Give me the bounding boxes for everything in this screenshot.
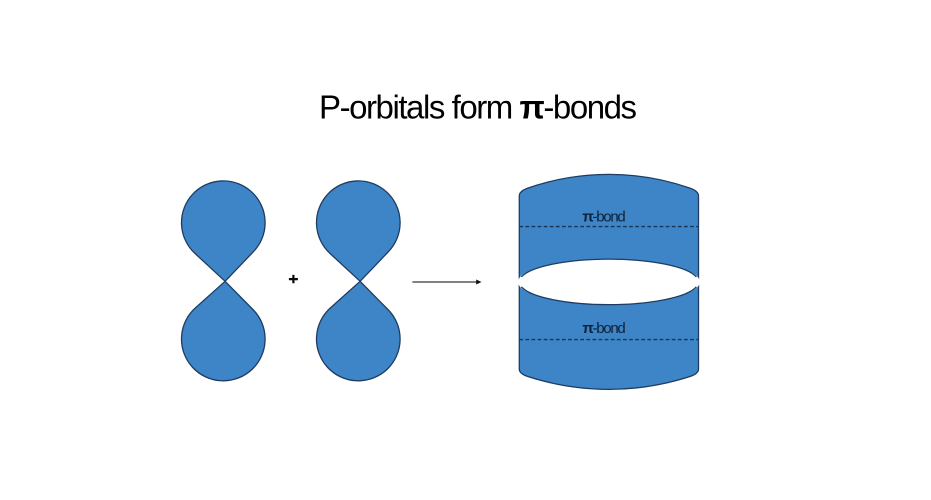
svg-text:P-orbitals form π-bonds: P-orbitals form π-bonds	[319, 89, 637, 126]
svg-text:π-bond: π-bond	[582, 320, 625, 337]
svg-text:π-bond: π-bond	[582, 208, 625, 225]
